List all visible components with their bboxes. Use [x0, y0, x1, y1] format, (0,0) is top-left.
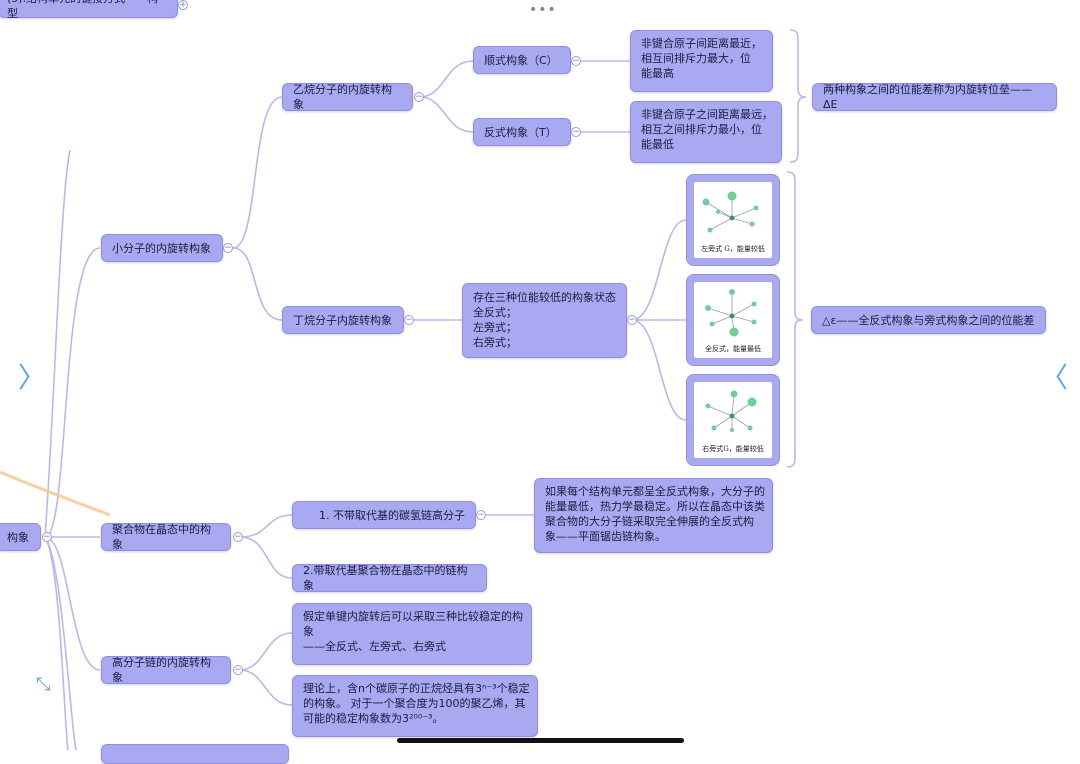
chevron-right-icon[interactable]: 〉: [18, 361, 47, 394]
collapse-toggle-icon[interactable]: −: [476, 510, 486, 520]
collapse-toggle-icon[interactable]: −: [414, 92, 424, 102]
desc-line: 如果每个结构单元都呈全反式构象，大分子的: [545, 485, 765, 498]
collapse-toggle-icon[interactable]: −: [42, 532, 52, 542]
collapse-toggle-icon[interactable]: −: [571, 127, 581, 137]
desc-line: 象: [303, 625, 314, 638]
desc-line: 可能的稳定构象数为3²⁰⁰⁻³。: [303, 712, 444, 725]
link-root-down1: [44, 536, 69, 750]
link-small-ethane: [232, 96, 283, 249]
desc-line: ——全反式、左旁式、右旁式: [303, 640, 446, 653]
node-trans-label: 反式构象（T）: [484, 125, 557, 139]
node-ethane-label: 乙烷分子的内旋转构象: [293, 83, 392, 111]
desc-line: 聚合物的大分子链采取完全伸展的全反式构: [545, 515, 754, 528]
node-cis-label: 顺式构象（C）: [484, 53, 558, 67]
node-rotation-barrier-label: 两种构象之间的位能差称为内旋转位垒——ΔE: [823, 83, 1032, 111]
desc-line: 能量最低，热力学最稳定。所以在晶态中该类: [545, 500, 765, 513]
more-menu-icon[interactable]: •••: [529, 2, 557, 18]
node-butane-states[interactable]: 存在三种位能较低的构象状态 全反式； 左旁式； 右旁式；: [462, 283, 627, 358]
desc-line: 理论上，含n个碳原子的正烷烃具有3ⁿ⁻³个稳定: [303, 682, 530, 695]
link-states-img1: [631, 219, 687, 321]
collapse-toggle-icon[interactable]: −: [233, 665, 243, 675]
node-substituted-chain-label: 2.带取代基聚合物在晶态中的链构象: [303, 564, 468, 592]
node-rotation-barrier[interactable]: 两种构象之间的位能差称为内旋转位垒——ΔE: [812, 83, 1057, 111]
link-root-top: [44, 149, 71, 538]
brace-ethane: [789, 29, 807, 163]
link-chain-desc2: [239, 669, 293, 706]
node-cis[interactable]: 顺式构象（C）: [473, 46, 571, 74]
home-indicator[interactable]: [397, 738, 684, 743]
chevron-left-icon[interactable]: 〈: [1040, 361, 1069, 394]
molecule-diagram-icon: [705, 289, 757, 337]
node-structure-linkage-label: (5).结构单元的键接方式——构型: [7, 0, 158, 20]
node-energy-difference-label: △ε——全反式构象与旁式构象之间的位能差: [822, 313, 1035, 327]
node-root-label: 构象: [7, 530, 29, 544]
link-states-img3: [631, 319, 687, 421]
link-ethane-trans: [419, 96, 474, 133]
node-partial-bottom[interactable]: [101, 744, 289, 764]
desc-line: 相互之间排斥力最小，位: [641, 123, 762, 136]
node-planar-zigzag-description[interactable]: 如果每个结构单元都呈全反式构象，大分子的 能量最低，热力学最稳定。所以在晶态中该…: [534, 478, 773, 553]
node-crystal[interactable]: 聚合物在晶态中的构象: [101, 523, 231, 551]
collapse-arrows-icon[interactable]: ⤡: [36, 674, 51, 695]
node-unsubstituted-chain-label: 1. 不带取代基的碳氢链高分子: [319, 508, 465, 522]
state-line: 左旁式；: [473, 321, 517, 334]
state-line: 右旁式；: [473, 336, 517, 349]
brace-butane: [786, 171, 804, 468]
link-root-down2: [44, 536, 77, 750]
desc-line: 能最低: [641, 138, 674, 151]
molecule-diagram-icon: [702, 191, 759, 233]
node-substituted-chain[interactable]: 2.带取代基聚合物在晶态中的链构象: [292, 564, 487, 592]
state-line: 存在三种位能较低的构象状态: [473, 291, 616, 304]
node-chain-rotation-label: 高分子链的内旋转构象: [112, 656, 211, 684]
state-line: 全反式；: [473, 306, 517, 319]
link-ethane-cis: [419, 60, 474, 98]
node-conformation-count[interactable]: 理论上，含n个碳原子的正烷烃具有3ⁿ⁻³个稳定 的构象。 对于一个聚合度为100…: [292, 675, 538, 737]
link-small-butane: [232, 247, 283, 321]
image-caption: 左旁式 G，能量较低: [701, 245, 765, 253]
collapse-toggle-icon[interactable]: −: [404, 315, 414, 325]
node-small-molecule-label: 小分子的内旋转构象: [112, 241, 211, 255]
link-crystal-item2: [239, 536, 293, 579]
decorative-orange-stroke: [0, 470, 111, 517]
node-trans-description[interactable]: 非键合原子之间距离最远， 相互之间排斥力最小，位 能最低: [630, 101, 782, 163]
node-chain-rotation[interactable]: 高分子链的内旋转构象: [101, 656, 231, 684]
node-structure-linkage[interactable]: (5).结构单元的键接方式——构型: [0, 0, 178, 20]
collapse-toggle-icon[interactable]: −: [233, 532, 243, 542]
desc-line: 象——平面锯齿链构象。: [545, 530, 666, 543]
desc-line: 非键合原子间距离最近，: [641, 37, 762, 50]
node-crystal-label: 聚合物在晶态中的构象: [112, 523, 211, 551]
desc-line: 能最高: [641, 67, 674, 80]
expand-toggle-icon[interactable]: +: [178, 0, 188, 10]
node-butane[interactable]: 丁烷分子内旋转构象: [282, 306, 404, 334]
node-unsubstituted-chain[interactable]: 1. 不带取代基的碳氢链高分子: [292, 501, 476, 529]
node-energy-difference[interactable]: △ε——全反式构象与旁式构象之间的位能差: [811, 306, 1046, 334]
collapse-toggle-icon[interactable]: −: [223, 243, 233, 253]
desc-line: 相互间排斥力最大，位: [641, 52, 751, 65]
image-right-gauche[interactable]: 右旁式G，能量较低: [686, 374, 780, 466]
collapse-toggle-icon[interactable]: −: [627, 315, 637, 325]
link-crystal-item1: [239, 514, 293, 538]
image-left-gauche[interactable]: 左旁式 G，能量较低: [686, 174, 780, 266]
node-butane-label: 丁烷分子内旋转构象: [293, 313, 392, 327]
desc-line: 假定单键内旋转后可以采取三种比较稳定的构: [303, 610, 523, 623]
molecule-diagram-icon: [705, 390, 757, 432]
desc-line: 的构象。 对于一个聚合度为100的聚乙烯，其: [303, 697, 526, 710]
image-caption: 右旁式G，能量较低: [702, 445, 764, 453]
node-root-conformation[interactable]: 构象: [0, 523, 41, 551]
link-root-small: [44, 247, 101, 538]
node-trans[interactable]: 反式构象（T）: [473, 118, 571, 146]
node-small-molecule[interactable]: 小分子的内旋转构象: [101, 234, 223, 262]
node-ethane[interactable]: 乙烷分子的内旋转构象: [282, 83, 413, 111]
collapse-toggle-icon[interactable]: −: [571, 56, 581, 66]
node-three-conformations[interactable]: 假定单键内旋转后可以采取三种比较稳定的构 象 ——全反式、左旁式、右旁式: [292, 603, 532, 665]
image-all-trans[interactable]: 全反式，能量最低: [686, 274, 780, 366]
link-root-chain: [44, 536, 101, 671]
link-chain-desc1: [239, 632, 293, 671]
image-caption: 全反式，能量最低: [705, 345, 761, 353]
node-cis-description[interactable]: 非键合原子间距离最近， 相互间排斥力最大，位 能最高: [630, 30, 773, 92]
desc-line: 非键合原子之间距离最远，: [641, 108, 773, 121]
